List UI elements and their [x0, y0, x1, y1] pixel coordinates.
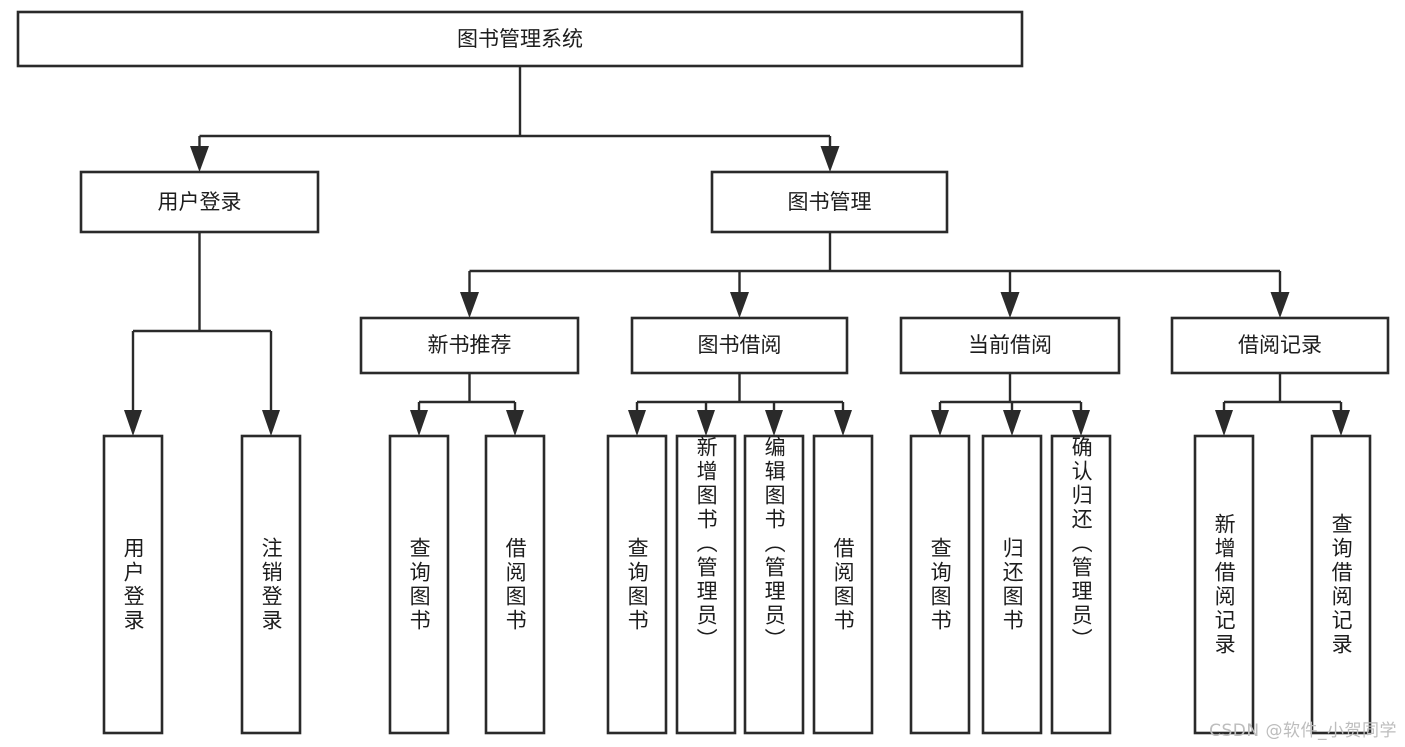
arrow-head-leaf-query-book-current [931, 410, 949, 436]
node-current-borrow-rect[interactable] [899, 316, 1121, 375]
arrow-head-borrow-records [1270, 292, 1290, 318]
node-new-book-recommend-label: 新书推荐 [428, 333, 512, 357]
leaf-edit-book-rect[interactable] [743, 434, 805, 735]
node-user-login-rect[interactable] [79, 170, 320, 234]
leaf-logout-rect[interactable] [240, 434, 302, 735]
node-book-management[interactable]: 图书管理 [710, 170, 949, 234]
arrow-head-leaf-query-book-recommend [410, 410, 428, 436]
node-book-borrow-rect[interactable] [630, 316, 849, 375]
arrow-head-leaf-edit-book [765, 410, 783, 436]
arrow-head-leaf-borrow-book-recommend [506, 410, 524, 436]
node-new-book-recommend[interactable]: 新书推荐 [359, 316, 580, 375]
leaf-query-borrow-record-rect[interactable] [1310, 434, 1372, 735]
leaf-confirm-return-rect[interactable] [1050, 434, 1112, 735]
arrow-head-leaf-query-borrow-record [1332, 410, 1350, 436]
node-root[interactable]: 图书管理系统 [16, 10, 1024, 68]
arrow-head-current-borrow [1000, 292, 1020, 318]
node-book-management-rect[interactable] [710, 170, 949, 234]
leaf-add-borrow-record-rect[interactable] [1193, 434, 1255, 735]
arrow-head-leaf-query-book-borrow [628, 410, 646, 436]
node-root-label: 图书管理系统 [457, 27, 583, 51]
arrow-head-leaf-return-book [1003, 410, 1021, 436]
leaf-add-book-rect[interactable] [675, 434, 737, 735]
leaf-user-login-rect[interactable] [102, 434, 164, 735]
node-user-login[interactable]: 用户登录 [79, 170, 320, 234]
node-user-login-label: 用户登录 [158, 190, 242, 214]
node-borrow-records-rect[interactable] [1170, 316, 1390, 375]
node-current-borrow[interactable]: 当前借阅 [899, 316, 1121, 375]
arrow-head-book-borrow [730, 292, 749, 318]
leaf-query-book-borrow-rect[interactable] [606, 434, 668, 735]
node-book-borrow[interactable]: 图书借阅 [630, 316, 849, 375]
leaf-borrow-book-rect[interactable] [812, 434, 874, 735]
node-book-borrow-label: 图书借阅 [698, 333, 782, 357]
arrow-head-leaf-user-login [124, 410, 142, 436]
node-borrow-records-label: 借阅记录 [1238, 333, 1322, 357]
node-book-management-label: 图书管理 [788, 190, 872, 214]
node-root-rect[interactable] [16, 10, 1024, 68]
arrow-head-new-book-recommend [460, 292, 479, 318]
leaf-query-book-recommend-rect[interactable] [388, 434, 450, 735]
edges-layer [124, 66, 1350, 436]
arrow-head-leaf-borrow-book [834, 410, 852, 436]
arrow-head-leaf-add-book [697, 410, 715, 436]
node-current-borrow-label: 当前借阅 [968, 333, 1052, 357]
node-borrow-records[interactable]: 借阅记录 [1170, 316, 1390, 375]
nodes-layer: 图书管理系统 用户登录 图书管理 新书推荐 图书借阅 当前 [16, 10, 1390, 735]
arrow-head-user-login [190, 146, 209, 172]
leaf-return-book-rect[interactable] [981, 434, 1043, 735]
leaf-borrow-book-recommend-rect[interactable] [484, 434, 546, 735]
arrow-head-leaf-add-borrow-record [1215, 410, 1233, 436]
arrow-head-leaf-logout [262, 410, 280, 436]
csdn-watermark: CSDN @软件_小贺同学 [1209, 721, 1397, 741]
node-new-book-recommend-rect[interactable] [359, 316, 580, 375]
arrow-head-book-management [820, 146, 840, 172]
arrow-head-leaf-confirm-return [1072, 410, 1090, 436]
leaf-query-book-current-rect[interactable] [909, 434, 971, 735]
